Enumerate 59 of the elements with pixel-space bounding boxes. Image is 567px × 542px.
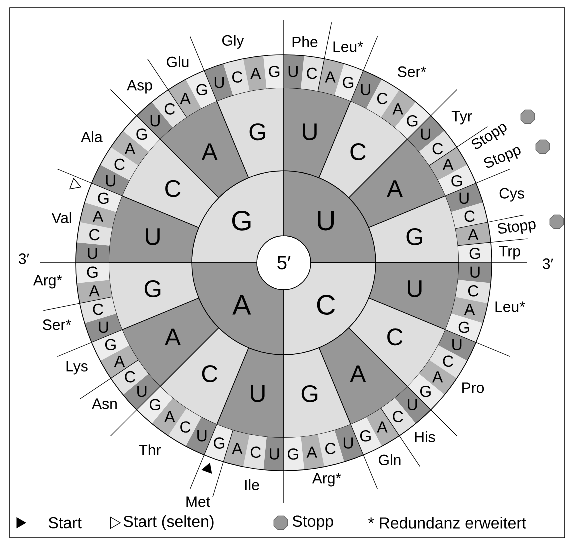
amino-acid-label: Ile bbox=[245, 480, 260, 490]
wheel-sector: A bbox=[77, 280, 112, 304]
amino-acid-label: Glu bbox=[167, 56, 189, 68]
amino-acid-label: Stopp bbox=[484, 147, 521, 168]
amino-acid-label: Thr bbox=[139, 444, 161, 456]
wheel-sector: C bbox=[318, 430, 344, 467]
amino-acid-label: Tyr bbox=[452, 111, 472, 125]
node-label: C bbox=[326, 443, 336, 454]
wheel-sector: A bbox=[456, 222, 491, 246]
wheel-sector: A bbox=[243, 56, 267, 92]
amino-acid-label: 3′ bbox=[543, 258, 554, 270]
wheel-sector: A bbox=[301, 434, 325, 470]
wheel-sector: G bbox=[216, 88, 284, 178]
legend-text: Stopp bbox=[292, 516, 334, 530]
wheel-sector: C bbox=[80, 297, 117, 324]
wheel-sector: G bbox=[264, 54, 284, 89]
wheel-sector: C bbox=[243, 434, 267, 470]
amino-acid-label: Gly bbox=[222, 35, 244, 49]
legend-text: Start (selten) bbox=[124, 516, 214, 530]
wheel-sector: A bbox=[224, 430, 250, 467]
node-label: C bbox=[464, 210, 475, 222]
amino-acid-label: Val bbox=[52, 212, 72, 224]
amino-acid-label: Met bbox=[186, 496, 210, 508]
wheel-sector: U bbox=[264, 437, 284, 471]
wheel-sector: U bbox=[284, 88, 352, 178]
amino-acid-label: His bbox=[415, 432, 436, 442]
wheel-sector: G bbox=[108, 262, 200, 330]
amino-acid-label: Leu* bbox=[334, 42, 364, 52]
amino-acid-label: Gln bbox=[379, 454, 401, 466]
amino-acid-label: Asn bbox=[92, 398, 117, 410]
amino-acid-label: Lys bbox=[66, 361, 88, 375]
amino-acid-label: Pro bbox=[462, 382, 484, 394]
amino-acid-label: 3′ bbox=[19, 254, 30, 264]
amino-acid-label: Leu* bbox=[496, 302, 526, 312]
wheel-sector: G bbox=[368, 196, 460, 264]
wheel-sector: U bbox=[458, 263, 492, 284]
legend-text: Start bbox=[48, 517, 82, 529]
amino-acid-label: Arg* bbox=[312, 473, 342, 487]
wheel-sector: C bbox=[451, 202, 488, 229]
wheel-sector: G bbox=[284, 348, 352, 438]
amino-acid-label: Ser* bbox=[398, 66, 426, 78]
node-label: C bbox=[93, 304, 104, 316]
amino-acid-label: Asp bbox=[127, 80, 152, 94]
wheel-sector: G bbox=[458, 242, 492, 263]
node-label: C bbox=[232, 72, 243, 83]
amino-acid-label: Arg* bbox=[33, 275, 62, 289]
wheel-sector: C bbox=[301, 56, 325, 92]
amino-acid-label: Ser* bbox=[43, 320, 72, 330]
amino-acid-label: Trp bbox=[499, 246, 520, 260]
amino-acid-label: Ala bbox=[81, 132, 103, 142]
wheel-sector: C bbox=[77, 222, 112, 246]
amino-acid-label: Phe bbox=[292, 36, 318, 48]
wheel-sector: U bbox=[216, 348, 284, 438]
amino-acid-label: Stopp bbox=[498, 221, 536, 234]
wheel-sector: C bbox=[224, 59, 250, 96]
wheel-sector: A bbox=[318, 59, 344, 96]
legend-text: * Redundanz erweitert bbox=[368, 517, 526, 529]
wheel-sector: C bbox=[456, 280, 491, 304]
amino-acid-label: Cys bbox=[500, 188, 524, 202]
